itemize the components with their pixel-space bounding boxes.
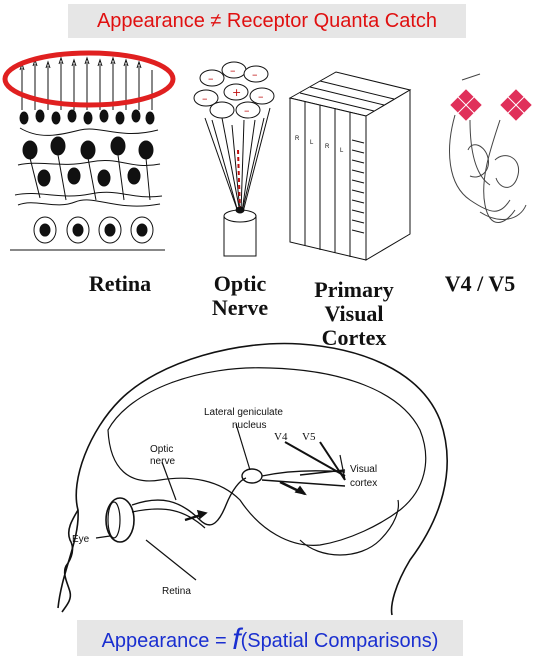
cortex-block-illustration: R L R L <box>290 72 410 260</box>
optic-fiber-bundle <box>205 108 270 212</box>
optic-nerve-label-line2: nerve <box>150 456 175 467</box>
retina-title: Retina <box>70 272 170 296</box>
optic-nerve-label-line1: Optic <box>150 444 173 455</box>
eye-label: Eye <box>72 534 90 545</box>
v4-v5-illustration <box>450 74 531 223</box>
cortex-title-line2: Visual <box>294 302 414 326</box>
lgn <box>242 469 262 483</box>
cortex-title-line1: Primary <box>294 278 414 302</box>
svg-text:+: + <box>232 86 241 99</box>
svg-text:R: R <box>325 144 330 150</box>
v5-label: V5 <box>302 431 316 443</box>
face-profile <box>62 510 78 612</box>
svg-text:–: – <box>244 104 250 117</box>
optic-radiation <box>262 471 345 486</box>
receptive-field-cylinders: – – – – + – – <box>194 62 274 118</box>
visual-cortex-label-line2: cortex <box>350 478 377 489</box>
bottom-title-suffix: (Spatial Comparisons) <box>241 630 439 652</box>
lgn-label-line2: nucleus <box>232 420 266 431</box>
svg-text:–: – <box>208 72 214 85</box>
v4-label: V4 <box>274 431 288 443</box>
ganglion-cells <box>10 217 165 250</box>
brain-head-illustration: Lateral geniculate nucleus V4 V5 Optic n… <box>58 343 447 615</box>
svg-text:–: – <box>202 92 208 105</box>
retina-connections <box>15 128 162 206</box>
svg-text:–: – <box>252 68 258 81</box>
retina-nuclei <box>20 110 154 186</box>
optic-nerve-illustration: – – – – + – – <box>194 62 274 256</box>
primary-visual-cortex-title: Primary Visual Cortex <box>294 278 414 350</box>
svg-text:R: R <box>295 136 300 142</box>
optic-nerve-title-line2: Nerve <box>190 296 290 320</box>
optic-nerve-cylinder <box>224 207 256 256</box>
retina-label: Retina <box>162 586 191 597</box>
bottom-title-prefix: Appearance = <box>102 630 233 652</box>
receptor-highlight-oval <box>5 53 173 105</box>
bottom-title-banner: Appearance = f(Spatial Comparisons) <box>77 620 463 656</box>
lgn-label-line1: Lateral geniculate <box>204 407 283 418</box>
cortex-title-line3: Cortex <box>294 326 414 350</box>
svg-text:–: – <box>258 90 264 103</box>
v4-v5-title: V4 / V5 <box>428 272 532 296</box>
visual-cortex-label-line1: Visual <box>350 464 377 475</box>
function-symbol: f <box>232 623 240 656</box>
retina-illustration <box>5 53 173 250</box>
optic-nerve-title-line1: Optic <box>190 272 290 296</box>
cerebellum <box>300 500 398 555</box>
optic-nerve-title: Optic Nerve <box>190 272 290 320</box>
head-outline <box>58 343 447 615</box>
svg-text:–: – <box>230 64 236 77</box>
